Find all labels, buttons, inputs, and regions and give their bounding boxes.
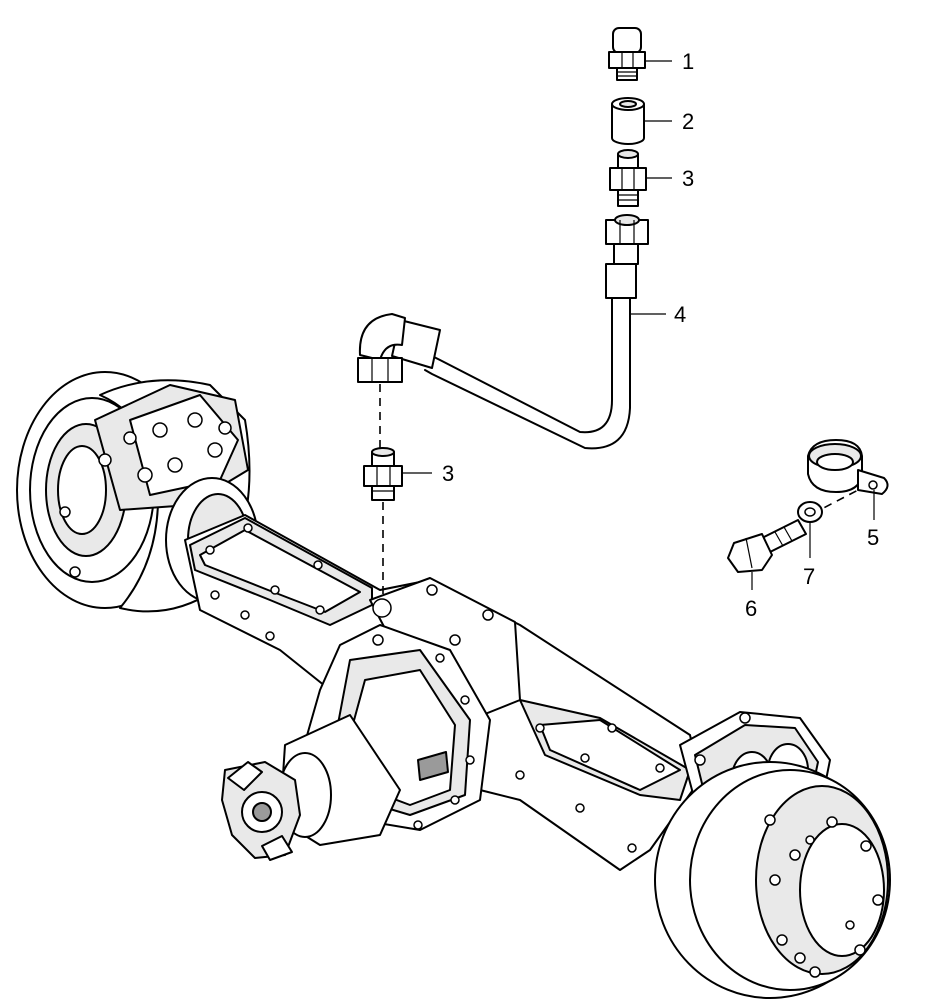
hex-bolt bbox=[727, 519, 807, 573]
assembly-line-clip bbox=[811, 487, 863, 515]
differential-housing bbox=[221, 624, 491, 861]
callout-label-1: 1 bbox=[682, 49, 694, 74]
callout-label-6: 6 bbox=[745, 596, 757, 621]
callout-4: 4 bbox=[630, 302, 686, 327]
adapter-fitting-upper bbox=[609, 149, 647, 207]
callout-label-3-lower: 3 bbox=[442, 461, 454, 486]
callout-5: 5 bbox=[867, 490, 879, 550]
callout-1: 1 bbox=[646, 49, 694, 74]
spacer-sleeve bbox=[611, 97, 645, 145]
callout-3-upper: 3 bbox=[646, 166, 694, 191]
callout-7: 7 bbox=[803, 522, 815, 589]
hose-clip bbox=[807, 439, 889, 495]
callout-label-2: 2 bbox=[682, 109, 694, 134]
callout-label-4: 4 bbox=[674, 302, 686, 327]
breather-cap bbox=[608, 27, 646, 81]
right-wheel-hub bbox=[654, 711, 891, 999]
vent-hose bbox=[357, 214, 649, 450]
callout-3-lower: 3 bbox=[402, 461, 454, 486]
callout-label-3-upper: 3 bbox=[682, 166, 694, 191]
callout-2: 2 bbox=[644, 109, 694, 134]
callout-label-5: 5 bbox=[867, 525, 879, 550]
lock-washer bbox=[797, 501, 823, 523]
callout-label-7: 7 bbox=[803, 564, 815, 589]
axle-assembly bbox=[16, 371, 891, 999]
callout-6: 6 bbox=[745, 572, 757, 621]
adapter-fitting-lower bbox=[363, 447, 403, 501]
